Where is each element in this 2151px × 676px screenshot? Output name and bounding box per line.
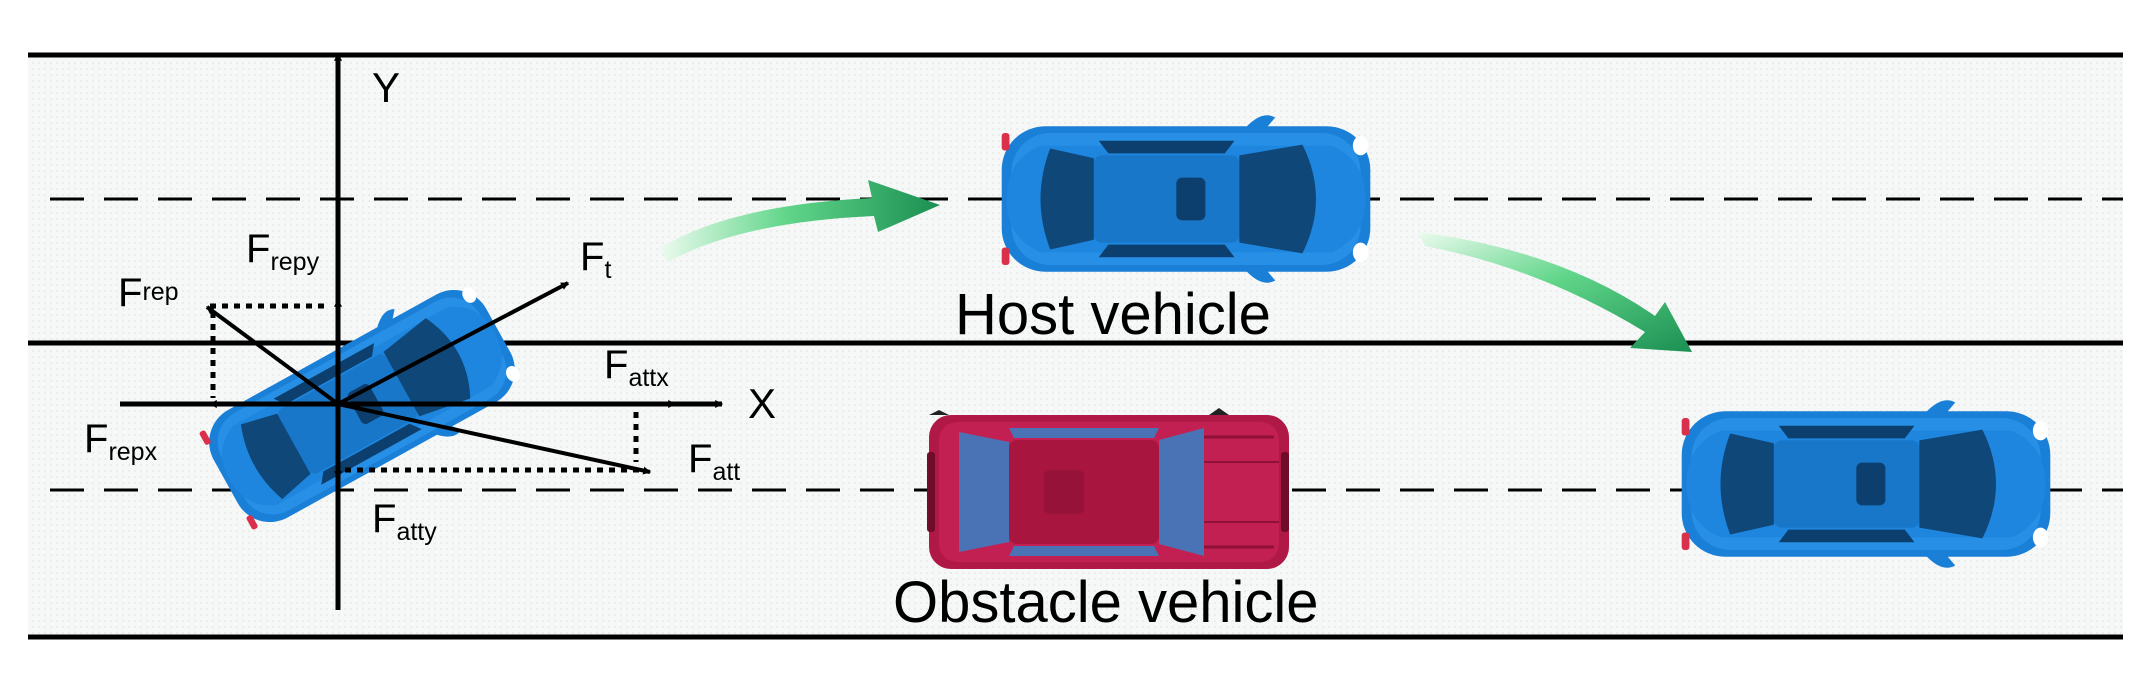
green-arrow-return [1418,232,1692,352]
x-axis-label: X [748,380,776,427]
f-repy-label: Frepy [246,227,320,276]
f-att-label: Fatt [688,437,740,486]
f-rep-vector [205,305,340,406]
green-arrow-lane-change [660,180,940,262]
f-att-vector [337,402,652,475]
f-rep-label: Frep [118,271,179,315]
y-axis-label: Y [372,64,400,111]
f-attx-label: Fattx [604,343,669,392]
f-repx-label: Frepx [84,417,158,466]
host-vehicle-returned [1681,400,2051,568]
f-atty-label: Fatty [372,497,437,546]
host-vehicle [1001,115,1371,283]
f-t-label: Ft [580,235,611,284]
f-t-vector [337,281,570,406]
obstacle-vehicle-label: Obstacle vehicle [893,570,1319,635]
host-vehicle-label: Host vehicle [955,282,1271,347]
obstacle-vehicle [927,408,1289,569]
